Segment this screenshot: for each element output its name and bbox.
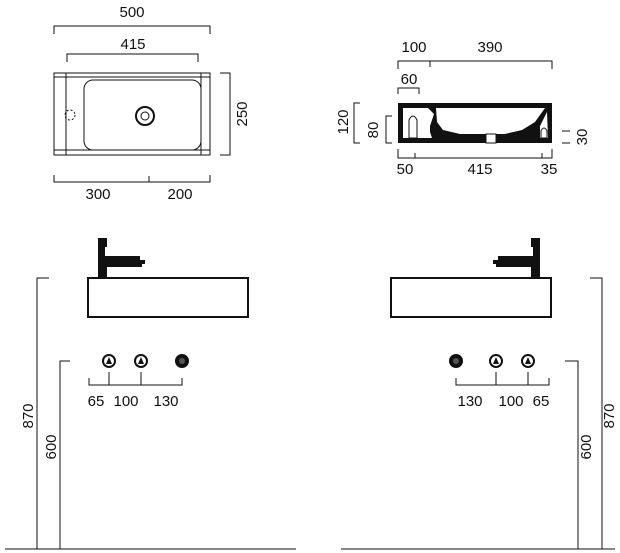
dim-rim-left: 100 [401,39,426,56]
faucet-left [98,238,145,278]
basin-section-body [398,103,552,143]
dim-basin-width: 415 [120,36,145,53]
dim-line-height [353,102,360,144]
valve-icon-4-mark [525,357,531,364]
valve-icon-3 [489,354,503,368]
dim-overall-width: 500 [119,4,144,21]
tap-fitting-left [408,115,418,139]
dim-line-depth [220,72,231,156]
dim-line-bowl-depth [385,115,392,144]
valve-icon-1 [102,354,116,368]
dim-spacing-b-right: 100 [498,393,523,410]
valve-icon-3-mark [493,357,499,364]
elevation-left: 65 100 130 870 600 [5,238,296,550]
dim-line-height-total-right [590,277,603,549]
dim-line-offsets [53,175,211,183]
dim-height-counter-left: 600 [43,434,60,459]
dim-line-height-total-left [36,277,49,549]
dim-left-offset: 300 [85,186,110,203]
tap-hole-icon [64,109,76,121]
valve-icon-2-mark [138,357,144,364]
valve-icon-1-mark [106,357,112,364]
dim-base-right: 35 [541,161,558,178]
faucet-right [493,238,540,278]
basin-front-left [87,277,249,318]
drain-outlet-inner-icon-right [453,358,459,364]
section-view: 100 390 60 120 80 30 50 415 35 [335,39,591,178]
dim-base-mid: 415 [467,161,492,178]
dim-base-left: 50 [397,161,414,178]
dim-line-drain-rise [562,130,570,144]
dim-line-spacing-right [455,372,550,386]
drain-inner-icon [140,111,150,121]
dim-line-base [397,149,553,159]
drain-outer-icon [135,106,155,126]
overflow-fitting-right [540,127,548,139]
top-view: 500 415 250 300 200 [53,4,251,203]
dim-drain-rise: 30 [574,129,591,146]
elevation-right: 130 100 65 600 870 [341,238,618,550]
dim-height-total-left: 870 [20,403,37,428]
dim-right-offset: 200 [167,186,192,203]
dim-rim-right: 390 [477,39,502,56]
dim-line-height-counter-right [565,360,579,549]
drain-fitting [485,133,497,144]
dim-line-height-counter-left [59,360,70,549]
drain-outlet-inner-icon [179,358,185,364]
dim-spacing-b-left: 100 [113,393,138,410]
bowl-outline-top [83,79,202,151]
dim-height-total-right: 870 [601,403,618,428]
valve-icon-4 [521,354,535,368]
dim-spacing-a-left: 65 [88,393,105,410]
dim-height: 120 [335,109,352,134]
basin-front-right [390,277,552,318]
dim-spacing-a-right: 130 [457,393,482,410]
dim-line-tap-hole [397,87,420,94]
basin-outline-top [53,72,211,156]
dim-line-spacing-left [88,372,183,386]
dim-spacing-c-left: 130 [153,393,178,410]
dim-height-counter-right: 600 [578,434,595,459]
dim-line-basin-width [66,53,199,62]
dim-bowl-depth: 80 [365,122,382,139]
dim-line-rim [397,60,553,69]
dim-line-overall-width [53,25,211,34]
dim-spacing-c-right: 65 [533,393,550,410]
dim-depth: 250 [234,101,251,126]
valve-icon-2 [134,354,148,368]
dim-tap-hole: 60 [401,71,418,88]
